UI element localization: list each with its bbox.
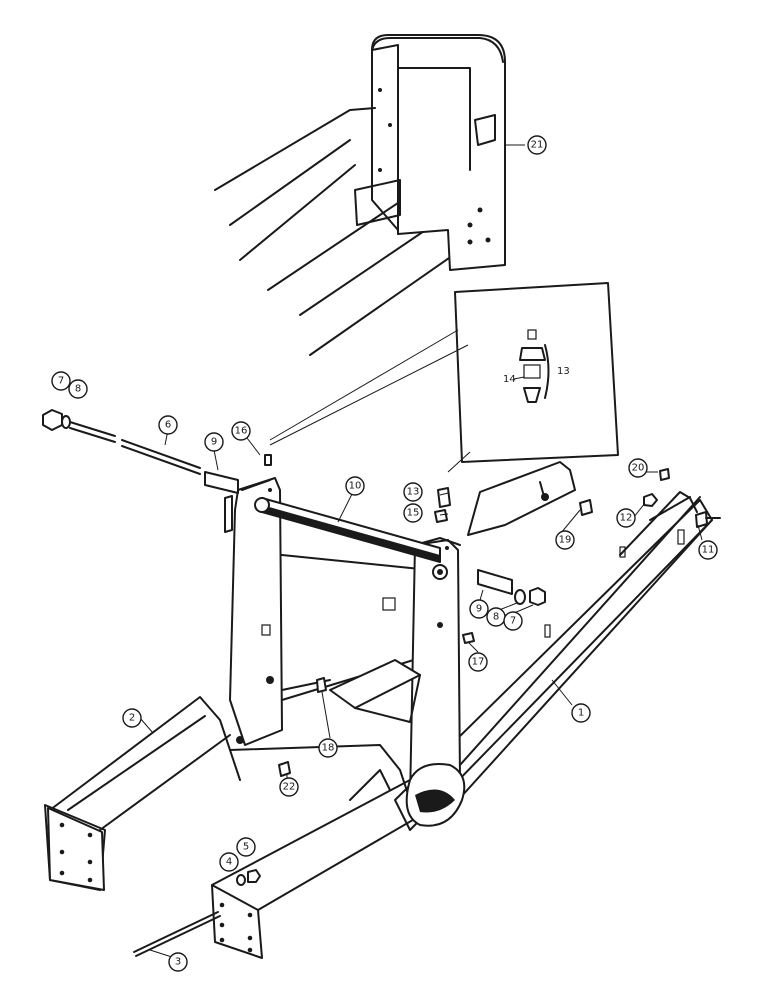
- callout-6: 6: [158, 415, 178, 435]
- svg-text:2: 2: [129, 713, 135, 724]
- svg-text:3: 3: [175, 957, 181, 968]
- svg-text:17: 17: [472, 657, 485, 668]
- inset-label-14: 14: [503, 374, 516, 385]
- callout-9-left: 9: [204, 432, 224, 452]
- svg-text:7: 7: [510, 616, 516, 627]
- pivot-shaft: [42, 409, 721, 957]
- svg-text:9: 9: [476, 604, 482, 615]
- guard-assembly: [214, 34, 506, 356]
- loader-frame: [44, 461, 713, 959]
- callout-1: 1: [571, 703, 591, 723]
- callout-16: 16: [231, 421, 251, 441]
- callout-17: 17: [468, 652, 488, 672]
- svg-text:1: 1: [578, 708, 584, 719]
- svg-text:20: 20: [632, 463, 645, 474]
- svg-text:9: 9: [211, 437, 217, 448]
- svg-text:11: 11: [702, 545, 715, 556]
- callout-5: 5: [236, 837, 256, 857]
- svg-text:19: 19: [559, 535, 572, 546]
- callout-7-right: 7: [503, 611, 523, 631]
- callout-3: 3: [168, 952, 188, 972]
- svg-text:13: 13: [407, 487, 420, 498]
- svg-text:8: 8: [493, 612, 499, 623]
- svg-text:8: 8: [75, 384, 81, 395]
- callout-8-right: 8: [486, 607, 506, 627]
- callout-12: 12: [616, 508, 636, 528]
- svg-text:12: 12: [620, 513, 633, 524]
- svg-text:4: 4: [226, 857, 232, 868]
- svg-text:18: 18: [322, 743, 335, 754]
- svg-text:16: 16: [235, 426, 248, 437]
- callout-10: 10: [345, 476, 365, 496]
- callout-8-left: 8: [68, 379, 88, 399]
- leader-lines: [139, 144, 703, 959]
- callout-4: 4: [219, 852, 239, 872]
- callout-19: 19: [555, 530, 575, 550]
- svg-text:10: 10: [349, 481, 362, 492]
- callout-11: 11: [698, 540, 718, 560]
- svg-text:21: 21: [531, 140, 544, 151]
- callout-7-left: 7: [51, 371, 71, 391]
- inset-label-13: 13: [557, 366, 570, 377]
- callout-22: 22: [279, 777, 299, 797]
- svg-text:7: 7: [58, 376, 64, 387]
- callout-13: 13: [403, 482, 423, 502]
- svg-text:15: 15: [407, 508, 420, 519]
- svg-text:6: 6: [165, 420, 171, 431]
- callout-21: 21: [527, 135, 547, 155]
- callout-18: 18: [318, 738, 338, 758]
- svg-text:22: 22: [283, 782, 296, 793]
- callout-9-right: 9: [469, 599, 489, 619]
- callout-15: 15: [403, 503, 423, 523]
- callout-2: 2: [122, 708, 142, 728]
- callout-20: 20: [628, 458, 648, 478]
- svg-text:5: 5: [243, 842, 249, 853]
- grease-fitting-inset: [269, 282, 619, 473]
